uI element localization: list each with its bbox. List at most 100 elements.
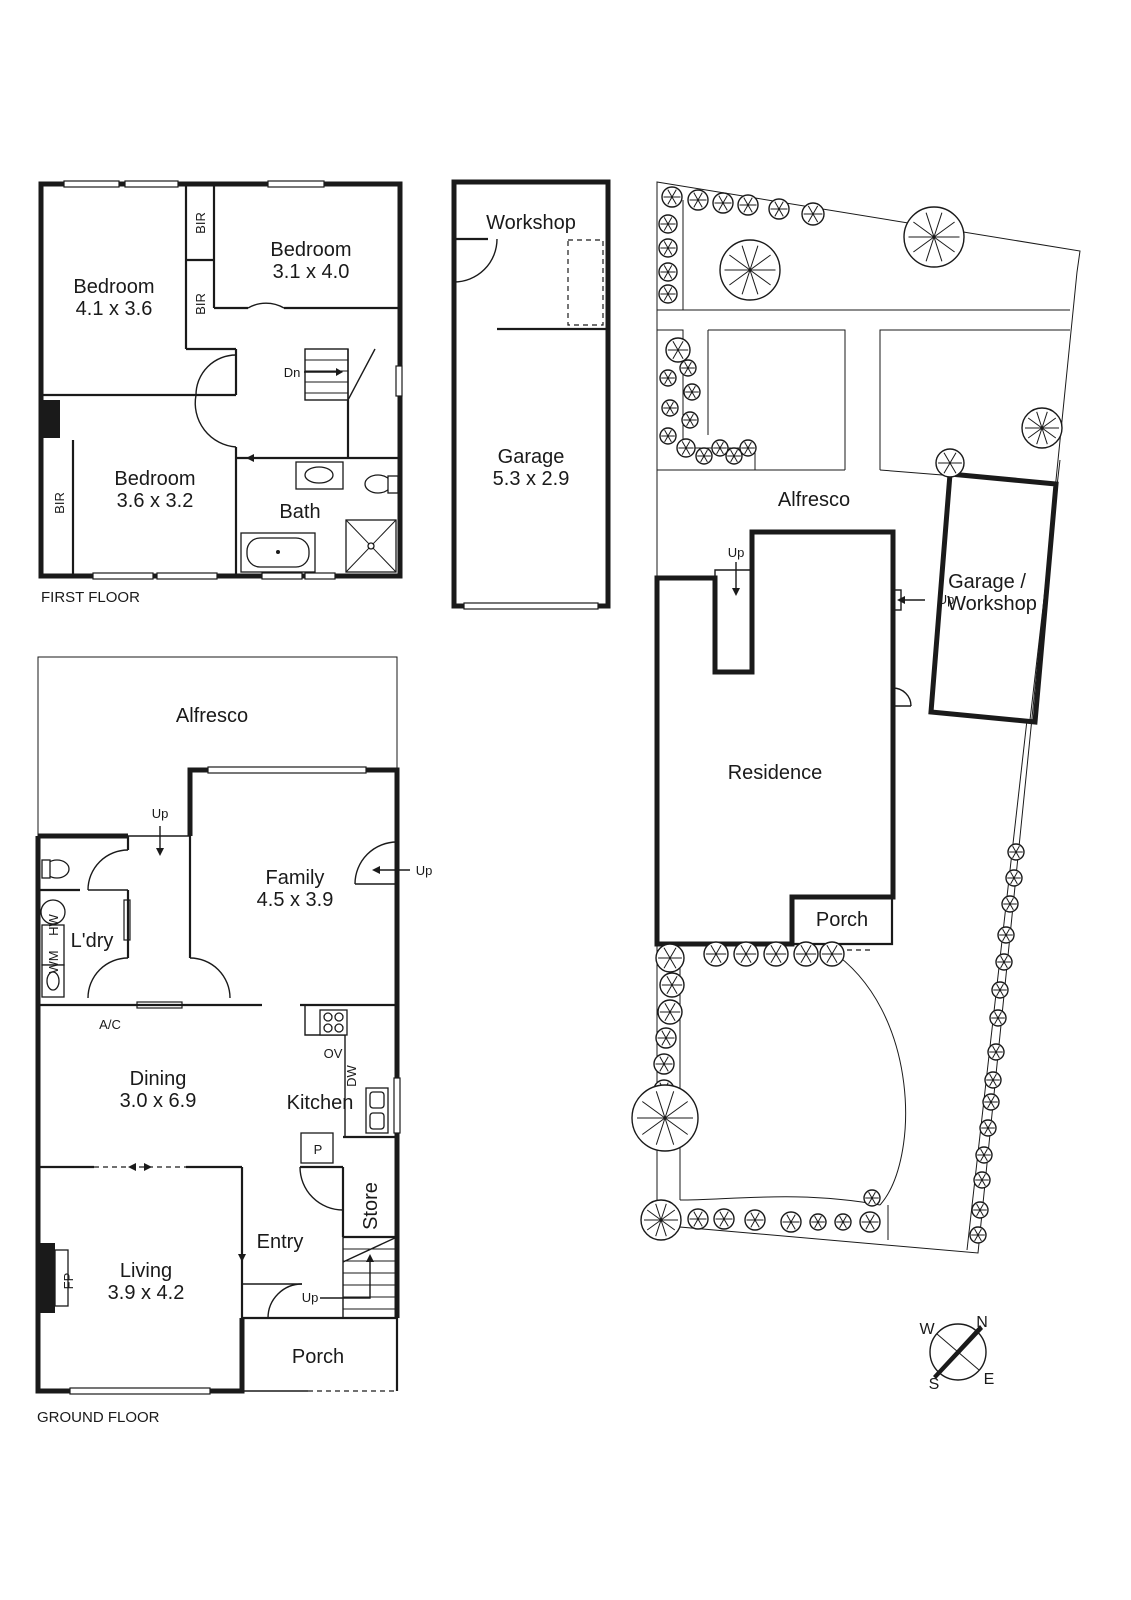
tree-icon bbox=[819, 941, 845, 967]
tree-icon bbox=[903, 206, 965, 268]
tree-icon bbox=[703, 941, 729, 967]
kitchen-label: Kitchen bbox=[287, 1092, 354, 1114]
tree-icon bbox=[653, 1053, 675, 1075]
tree-icon bbox=[989, 1009, 1007, 1027]
stairs-down-label: Dn bbox=[284, 365, 301, 380]
hot-water-icon bbox=[40, 899, 66, 925]
window bbox=[304, 572, 336, 580]
residence-label: Residence bbox=[728, 762, 823, 784]
up-label: Up bbox=[728, 545, 745, 560]
garage-outline bbox=[451, 179, 611, 609]
tree-icon bbox=[1007, 843, 1025, 861]
door-swing bbox=[87, 849, 129, 891]
tree-icon bbox=[658, 238, 678, 258]
bedroom-3-size: 3.6 x 3.2 bbox=[117, 490, 194, 512]
tree-icon bbox=[658, 262, 678, 282]
bedroom-1-name: Bedroom bbox=[73, 276, 154, 298]
porch-label: Porch bbox=[292, 1346, 344, 1368]
tree-icon bbox=[859, 1211, 881, 1233]
workshop-label: Workshop bbox=[486, 212, 576, 234]
tree-icon bbox=[681, 411, 699, 429]
toilet-icon bbox=[364, 474, 392, 494]
stairs bbox=[304, 348, 376, 401]
garage-plan: Workshop Garage 5.3 x 2.9 bbox=[451, 179, 611, 610]
bir-label: BIR bbox=[52, 492, 67, 514]
tree-icon bbox=[659, 427, 677, 445]
tree-icon bbox=[763, 941, 789, 967]
bath-drain bbox=[276, 550, 280, 554]
entry-label: Entry bbox=[257, 1231, 304, 1253]
dining-size: 3.0 x 6.9 bbox=[120, 1090, 197, 1112]
tree-icon bbox=[984, 1071, 1002, 1089]
tree-icon bbox=[997, 926, 1015, 944]
tree-icon bbox=[801, 202, 825, 226]
compass-west: W bbox=[919, 1321, 935, 1338]
door-swing bbox=[247, 302, 285, 309]
tree-icon bbox=[987, 1043, 1005, 1061]
window bbox=[92, 572, 154, 580]
tree-icon bbox=[991, 981, 1009, 999]
tree-icon bbox=[712, 192, 734, 214]
tree-icon bbox=[1001, 895, 1019, 913]
toilet-cistern bbox=[41, 859, 51, 879]
window bbox=[69, 1387, 211, 1395]
bedroom-3-name: Bedroom bbox=[114, 468, 195, 490]
tree-icon bbox=[979, 1119, 997, 1137]
tree-icon bbox=[744, 1209, 766, 1231]
tree-icon bbox=[733, 941, 759, 967]
dining-name: Dining bbox=[130, 1068, 187, 1090]
door-swing bbox=[87, 957, 129, 999]
tree-icon bbox=[661, 399, 679, 417]
dishwasher-label: DW bbox=[344, 1064, 359, 1086]
tree-icon bbox=[982, 1093, 1000, 1111]
chimney bbox=[41, 400, 60, 438]
store-label: Store bbox=[360, 1182, 382, 1230]
tree-icon bbox=[659, 369, 677, 387]
ground-floor-plan: Alfresco Up Up Family 4.5 x 3.9 L'dry HW… bbox=[35, 656, 432, 1426]
tree-icon bbox=[659, 972, 685, 998]
window bbox=[267, 180, 325, 188]
up-label: Up bbox=[152, 806, 169, 821]
door-swing bbox=[453, 238, 498, 283]
door-swing bbox=[892, 687, 912, 707]
ac-label: A/C bbox=[99, 1017, 121, 1032]
first-floor-caption: FIRST FLOOR bbox=[41, 589, 140, 606]
pantry-label: P bbox=[314, 1142, 323, 1157]
site-plan: Alfresco Up Up Garage / Workshop Residen… bbox=[631, 181, 1081, 1254]
basin-icon bbox=[304, 466, 334, 484]
tree-icon bbox=[973, 1171, 991, 1189]
door-swing bbox=[354, 841, 398, 885]
tree-icon bbox=[676, 438, 696, 458]
pantry bbox=[300, 1132, 334, 1164]
garage-size: 5.3 x 2.9 bbox=[493, 468, 570, 490]
lawn-edge bbox=[679, 1196, 881, 1206]
window bbox=[63, 180, 120, 188]
tree-icon bbox=[935, 448, 965, 478]
cooktop-icon bbox=[319, 1009, 348, 1036]
door-swing bbox=[195, 354, 237, 396]
tree-icon bbox=[713, 1208, 735, 1230]
site-boundary bbox=[656, 181, 1081, 1254]
tree-icon bbox=[809, 1213, 827, 1231]
alfresco-label: Alfresco bbox=[176, 705, 248, 727]
ground-floor-caption: GROUND FLOOR bbox=[37, 1409, 160, 1426]
trees bbox=[631, 186, 1063, 1244]
tree-icon bbox=[631, 1084, 699, 1152]
tree-icon bbox=[658, 214, 678, 234]
window bbox=[393, 1077, 401, 1134]
door-swing bbox=[189, 957, 231, 999]
compass-east: E bbox=[984, 1371, 995, 1388]
tree-icon bbox=[658, 284, 678, 304]
site-alfresco-label: Alfresco bbox=[778, 489, 850, 511]
tree-icon bbox=[1005, 869, 1023, 887]
tree-icon bbox=[640, 1199, 682, 1241]
compass-needle bbox=[933, 1325, 983, 1379]
tree-icon bbox=[711, 439, 729, 457]
bedroom-2-name: Bedroom bbox=[270, 239, 351, 261]
fireplace bbox=[38, 1243, 55, 1313]
tree-icon bbox=[971, 1201, 989, 1219]
tree-icon bbox=[739, 439, 757, 457]
garage-workshop-label-1: Garage / bbox=[948, 571, 1026, 593]
garage-workshop-outline bbox=[928, 471, 1059, 725]
